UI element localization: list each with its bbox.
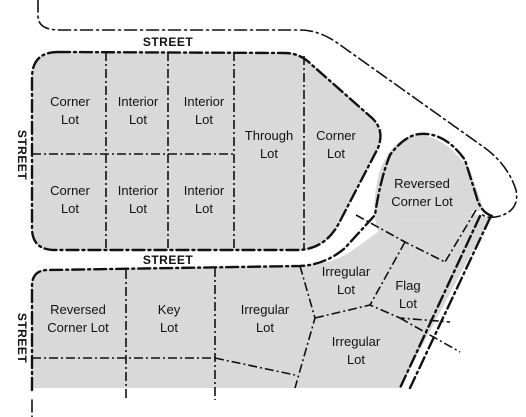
lot-label-line: Lot [129,201,147,216]
lot-label-line: Reversed [50,302,106,317]
lot-label-line: Lot [260,146,278,161]
lot-label-line: Corner [50,183,90,198]
lot-label-line: Interior [118,183,159,198]
lot-label-line: Corner [50,94,90,109]
upper-block [30,50,382,252]
lot-label-line: Lot [256,320,274,335]
lot-label-line: Lot [347,352,365,367]
lot-label-line: Lot [399,296,417,311]
lot-label-line: Lot [129,112,147,127]
lot-label-line: Lot [337,282,355,297]
lot-label-line: Through [245,128,293,143]
lower-block [30,132,494,400]
lot-label-line: Interior [118,94,159,109]
street-label-middle: STREET [143,253,194,267]
street-label-left-lower: STREET [15,313,29,364]
lot-label-line: Corner Lot [47,320,109,335]
lot-label-line: Interior [184,94,225,109]
street-label-top: STREET [143,35,194,49]
lot-label-line: Lot [61,112,79,127]
lot-label-line: Reversed [394,176,450,191]
lot-label-line: Lot [327,146,345,161]
lot-label-line: Lot [160,320,178,335]
lot-label-line: Lot [195,112,213,127]
street-label-left-upper: STREET [15,130,29,181]
lot-label-line: Flag [395,278,420,293]
lot-label-line: Lot [195,201,213,216]
lot-label-line: Irregular [332,334,381,349]
lot-label-line: Corner Lot [391,194,453,209]
lot-label-line: Irregular [241,302,290,317]
lot-label-line: Key [158,302,181,317]
lot-label-line: Corner [316,128,356,143]
lot-label-line: Irregular [322,264,371,279]
lot-label-line: Lot [61,201,79,216]
top-street-edge [37,0,518,219]
lot-label-line: Interior [184,183,225,198]
